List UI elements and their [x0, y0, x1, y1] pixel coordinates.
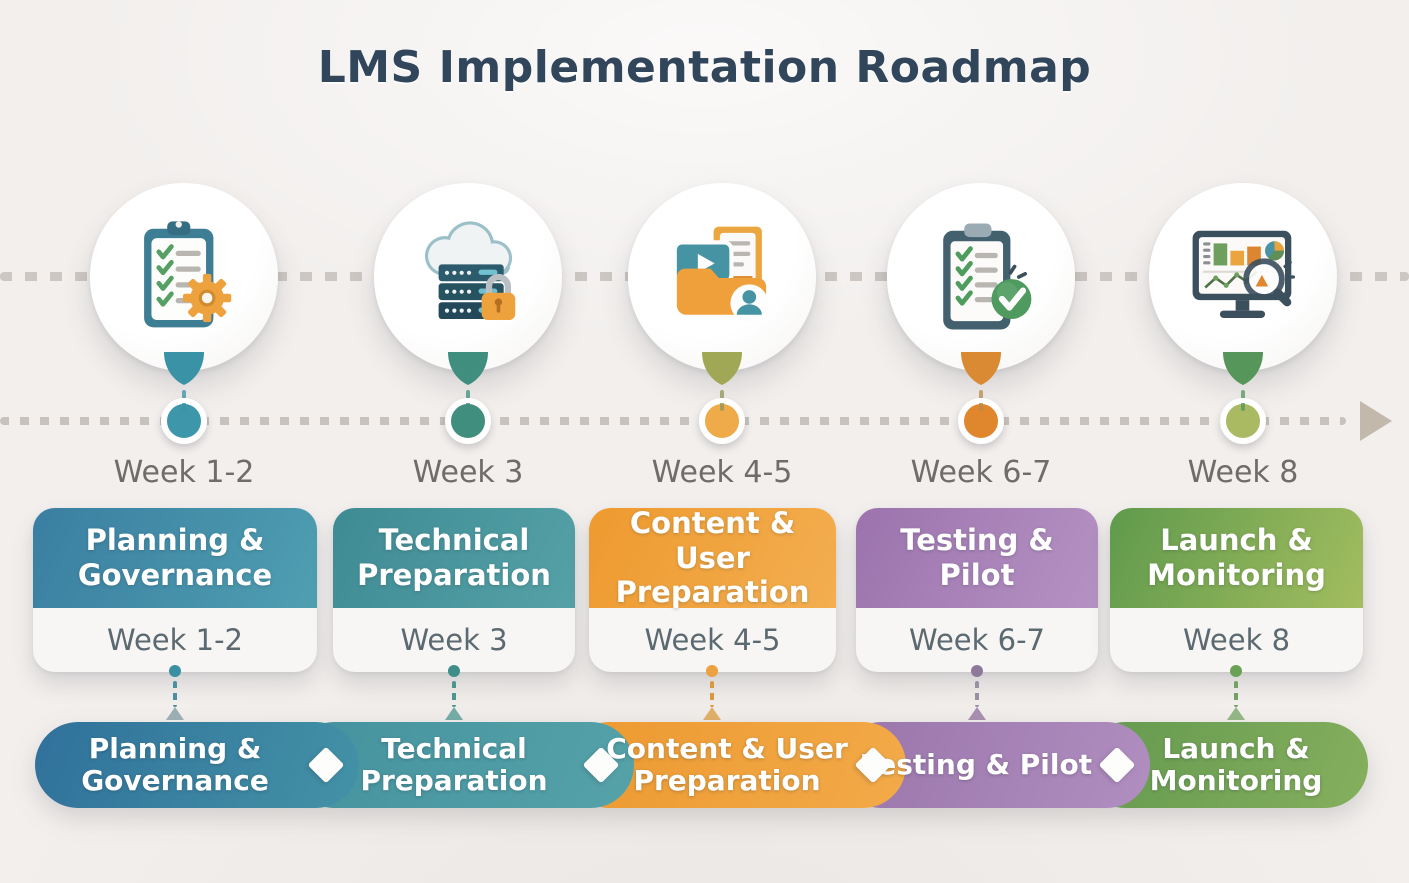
drip-dashes	[720, 390, 724, 411]
phase-card-week: Week 1-2	[106, 623, 244, 657]
drip-dashes	[979, 390, 983, 411]
band-label: Technical Preparation	[360, 731, 548, 797]
band-label: Content & User Preparation	[606, 731, 848, 797]
timeline-week-label: Week 8	[1187, 455, 1299, 490]
card-connector-dashes	[710, 681, 714, 707]
timeline-week-label: Week 6-7	[910, 455, 1052, 490]
card-connector-dot	[1230, 665, 1242, 677]
circle-drop-testing	[961, 352, 1001, 385]
timeline-arrow-icon	[1360, 401, 1392, 441]
circle-drop-content	[702, 352, 742, 385]
drip-dashes	[182, 390, 186, 411]
card-connector-dot	[971, 665, 983, 677]
card-connector-dashes	[1234, 681, 1238, 707]
card-connector-dot	[706, 665, 718, 677]
circle-drop-launch	[1223, 352, 1263, 385]
card-connector-arrow	[445, 707, 463, 720]
card-connector-dashes	[452, 681, 456, 707]
phase-circle-planning	[90, 183, 278, 371]
phase-circle-content	[628, 183, 816, 371]
timeline-week-label: Week 3	[412, 455, 524, 490]
phase-card-week: Week 3	[400, 623, 508, 657]
phase-circle-launch	[1149, 183, 1337, 371]
phase-circle-technical	[374, 183, 562, 371]
card-connector-dot	[169, 665, 181, 677]
phase-card-title: Testing & Pilot	[856, 508, 1098, 608]
band-segment-planning	[35, 722, 359, 808]
band-label: Planning & Governance	[81, 731, 269, 797]
card-connector-dot	[448, 665, 460, 677]
phase-card-title: Technical Preparation	[333, 508, 575, 608]
phase-card-content: Content & User Preparation Week 4-5	[589, 506, 836, 672]
card-connector-dashes	[975, 681, 979, 707]
drip-dashes	[1241, 390, 1245, 411]
card-connector-dashes	[173, 681, 177, 707]
timeline-week-label: Week 1-2	[113, 455, 255, 490]
phase-card-title: Content & User Preparation	[589, 506, 836, 609]
drip-dashes	[466, 390, 470, 411]
phase-card-week: Week 6-7	[908, 623, 1046, 657]
page-title: LMS Implementation Roadmap	[317, 42, 1092, 93]
card-connector-arrow	[703, 707, 721, 720]
checklist-approved-icon	[943, 223, 1032, 330]
phase-card-testing: Testing & Pilot Week 6-7	[856, 508, 1098, 672]
phase-card-week: Week 4-5	[644, 623, 781, 657]
card-connector-arrow	[1227, 707, 1245, 720]
cloud-server-lock-icon	[424, 221, 516, 321]
phase-band: Planning & Governance Technical Preparat…	[35, 722, 1368, 808]
phase-circle-testing	[887, 183, 1075, 371]
circle-drop-technical	[448, 352, 488, 385]
phase-card-planning: Planning & Governance Week 1-2	[33, 508, 317, 672]
phase-card-title: Planning & Governance	[33, 508, 317, 608]
card-connector-arrow	[968, 707, 986, 720]
band-label: Launch & Monitoring	[1149, 731, 1323, 797]
band-label: Testing & Pilot	[861, 747, 1093, 781]
clipboard-gear-icon	[144, 221, 232, 328]
timeline-week-label: Week 4-5	[651, 455, 793, 490]
circle-drop-planning	[164, 352, 204, 385]
analytics-monitor-icon	[1192, 230, 1295, 318]
phase-card-technical: Technical Preparation Week 3	[333, 508, 575, 672]
timeline-dotted-line	[0, 417, 1346, 425]
media-folder-user-icon	[672, 226, 769, 323]
card-connector-arrow	[166, 707, 184, 720]
phase-card-launch: Launch & Monitoring Week 8	[1110, 508, 1363, 672]
phase-card-week: Week 8	[1182, 623, 1291, 657]
phase-card-title: Launch & Monitoring	[1110, 508, 1363, 608]
